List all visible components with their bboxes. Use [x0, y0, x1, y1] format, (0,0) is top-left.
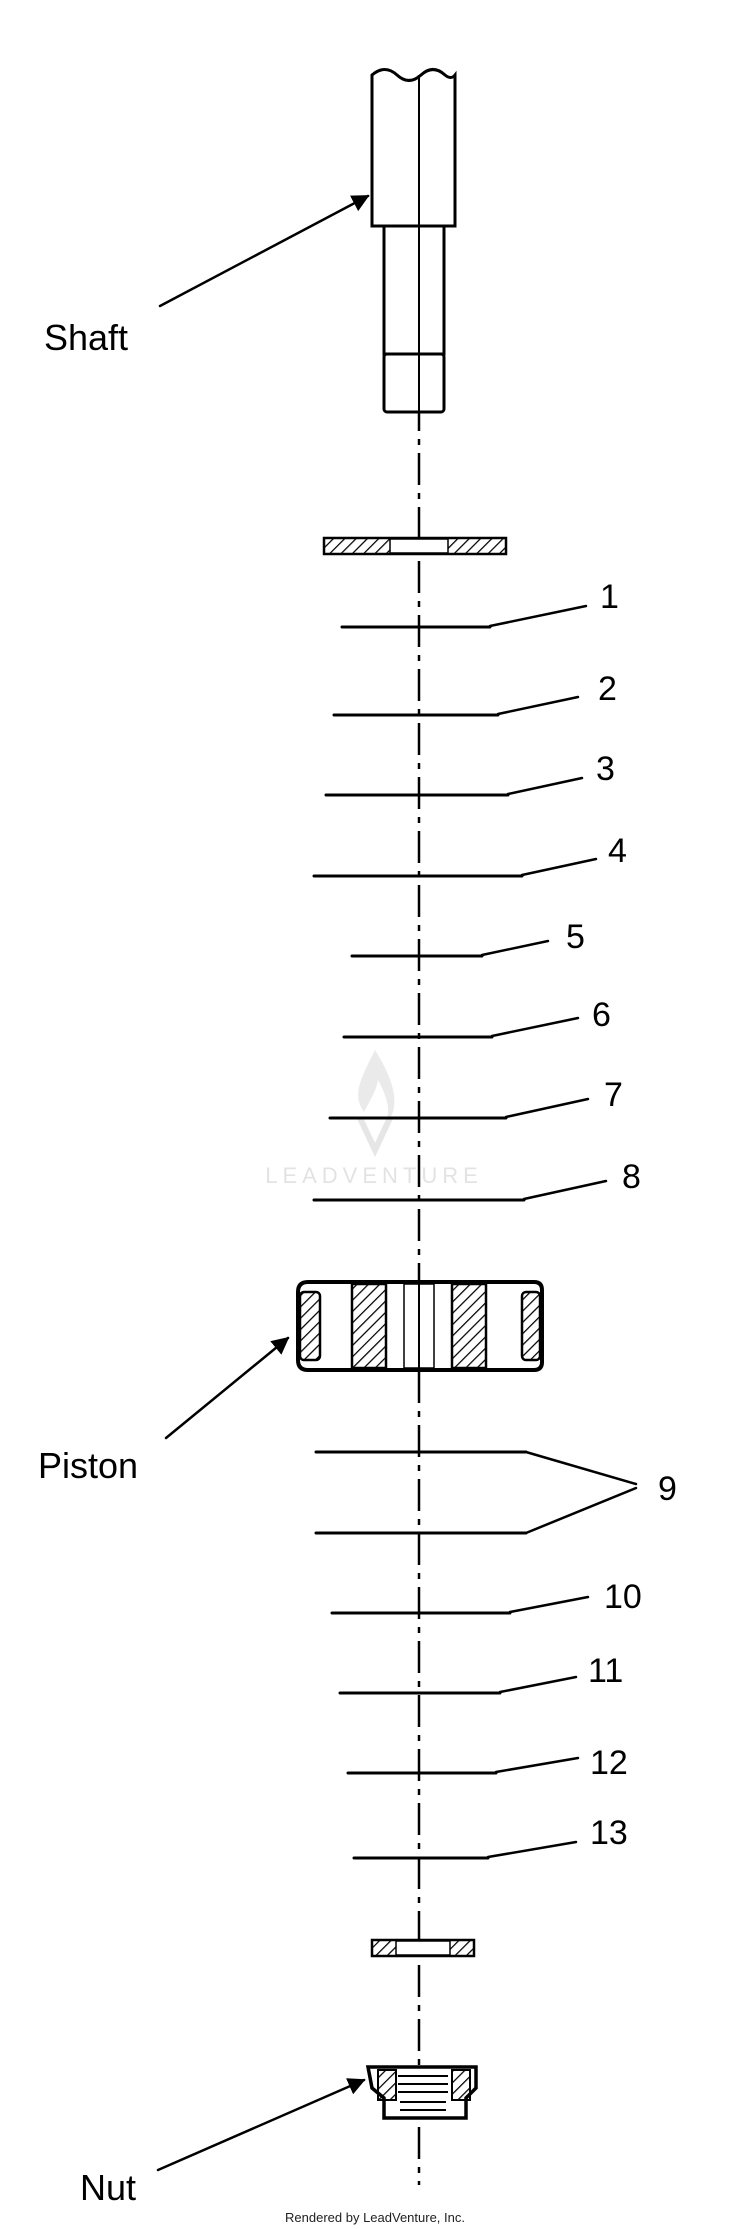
shim-11	[338, 1675, 578, 1695]
part-number-10: 10	[604, 1578, 642, 1616]
part-number-9: 9	[658, 1470, 677, 1508]
part-number-11: 11	[588, 1652, 623, 1690]
piston-part	[296, 1280, 544, 1372]
shim-4	[312, 857, 598, 878]
shim-1	[340, 604, 588, 629]
shim-2	[332, 695, 580, 717]
piston-leader	[164, 1336, 290, 1440]
shim-6	[342, 1016, 580, 1039]
bottom-washer	[370, 1938, 476, 1958]
part-number-8: 8	[622, 1158, 641, 1196]
nut-leader	[156, 2078, 366, 2172]
flame-logo-icon	[358, 1050, 395, 1125]
nut-part	[365, 2065, 478, 2120]
part-number-4: 4	[608, 832, 627, 870]
shaft-part	[370, 68, 457, 414]
watermark-text: LEADVENTURE	[265, 1163, 483, 1188]
shim-12	[346, 1756, 580, 1775]
shim-5	[350, 939, 550, 958]
part-number-13: 13	[590, 1814, 628, 1852]
shim-13	[352, 1840, 578, 1860]
shim-7	[328, 1097, 590, 1120]
shaft-leader	[158, 194, 370, 308]
part-number-6: 6	[592, 996, 611, 1034]
part-number-1: 1	[600, 578, 619, 616]
shim-9	[314, 1450, 638, 1535]
part-number-3: 3	[596, 750, 615, 788]
footer-credit: Rendered by LeadVenture, Inc.	[285, 2210, 465, 2225]
part-number-2: 2	[598, 670, 617, 708]
watermark: LEADVENTURE	[265, 1050, 483, 1188]
top-washer	[322, 536, 508, 556]
shaft-label: Shaft	[44, 317, 128, 358]
nut-label: Nut	[80, 2167, 136, 2208]
part-number-12: 12	[590, 1744, 628, 1782]
part-number-5: 5	[566, 918, 585, 956]
shim-8	[312, 1179, 608, 1202]
part-number-7: 7	[604, 1076, 623, 1114]
shim-10	[330, 1595, 590, 1615]
piston-label: Piston	[38, 1445, 138, 1486]
shim-3	[324, 776, 584, 797]
